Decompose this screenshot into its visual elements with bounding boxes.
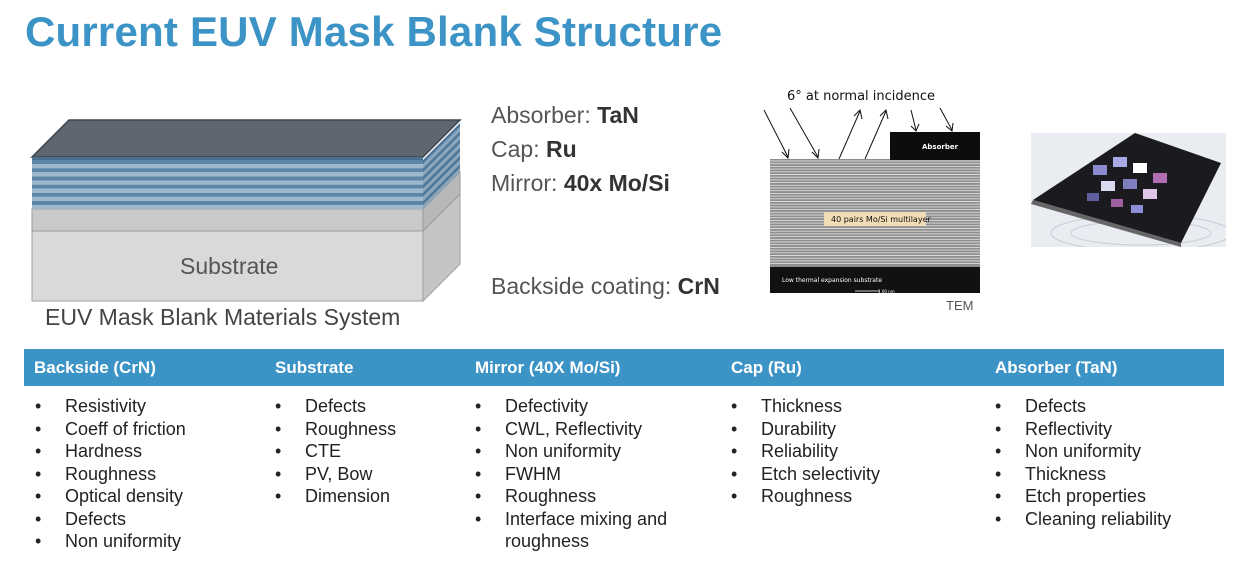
cap-list: Thickness Durability Reliability Etch se… [731,395,961,508]
mask-blank-diagram [30,119,462,303]
list-item: Thickness [995,463,1235,486]
col-title-substrate: Substrate [275,358,354,377]
page-title: Current EUV Mask Blank Structure [25,8,723,55]
tem-scale-label: 1 00 nm [878,289,895,294]
substrate-list: Defects Roughness CTE PV, Bow Dimension [275,395,455,508]
list-item: Defects [995,395,1235,418]
list-item: PV, Bow [275,463,455,486]
mirror-value: 40x Mo/Si [563,170,670,196]
list-item: Non uniformity [995,440,1235,463]
tem-multilayer-label-box [824,212,926,226]
list-item: Dimension [275,485,455,508]
list-item: Thickness [731,395,961,418]
col-title-absorber: Absorber (TaN) [995,358,1118,377]
buffer-front [31,208,424,232]
list-item: Durability [731,418,961,441]
blank-caption: EUV Mask Blank Materials System [45,304,401,330]
list-item: Roughness [475,485,690,508]
table-header: Backside (CrN) Substrate Mirror (40X Mo/… [24,349,1224,386]
incidence-arrows [763,107,954,160]
list-item: Etch selectivity [731,463,961,486]
tem-caption: TEM [946,298,974,313]
layer-list: Absorber: TaN Cap: Ru Mirror: 40x Mo/Si [491,98,670,200]
list-item: CTE [275,440,455,463]
absorber-front [32,157,423,160]
list-item: Reflectivity [995,418,1235,441]
multilayer-front [32,160,423,210]
list-item: Non uniformity [475,440,690,463]
tem-substrate-label: Low thermal expansion substrate [782,277,882,284]
col-title-backside: Backside (CrN) [34,358,156,377]
list-item: Optical density [35,485,235,508]
multilayer-side [423,123,460,210]
absorber-list: Defects Reflectivity Non uniformity Thic… [995,395,1235,530]
incidence-label: 6° at normal incidence [787,89,935,104]
absorber-line: Absorber: TaN [491,102,639,128]
col-title-cap: Cap (Ru) [731,358,802,377]
list-item: Defectivity [475,395,690,418]
backside-list: Resistivity Coeff of friction Hardness R… [35,395,235,553]
list-item: Coeff of friction [35,418,235,441]
list-item: Roughness [275,418,455,441]
backside-line: Backside coating: CrN [491,273,720,299]
tem-multilayer-label: 40 pairs Mo/Si multilayer [831,215,931,224]
absorber-top [30,119,462,158]
tem-absorber [890,132,980,160]
list-item: Roughness [731,485,961,508]
list-item: Etch properties [995,485,1235,508]
list-item: Hardness [35,440,235,463]
list-item: Roughness [35,463,235,486]
list-item: Defects [275,395,455,418]
list-item: FWHM [475,463,690,486]
cap-line: Cap: Ru [491,136,577,162]
list-item: Non uniformity [35,530,235,553]
mask-pattern [1087,157,1167,213]
tem-image: 6° at normal incidence Absorber 40 pairs… [763,89,980,294]
list-item: Cleaning reliability [995,508,1235,531]
absorber-value: TaN [597,102,639,128]
backside-value: CrN [677,273,720,299]
tem-substrate [770,267,980,293]
list-item: Interface mixing and roughness [475,508,690,553]
mask-photo [1031,133,1226,247]
list-item: Defects [35,508,235,531]
mirror-line: Mirror: 40x Mo/Si [491,170,670,196]
cap-value: Ru [545,136,577,162]
list-item: CWL, Reflectivity [475,418,690,441]
col-title-mirror: Mirror (40X Mo/Si) [475,358,621,377]
list-item: Reliability [731,440,961,463]
substrate-label: Substrate [180,253,279,279]
tem-multilayer-lines [770,160,980,265]
list-item: Resistivity [35,395,235,418]
tem-absorber-label: Absorber [922,143,959,151]
mirror-list: Defectivity CWL, Reflectivity Non unifor… [475,395,690,553]
